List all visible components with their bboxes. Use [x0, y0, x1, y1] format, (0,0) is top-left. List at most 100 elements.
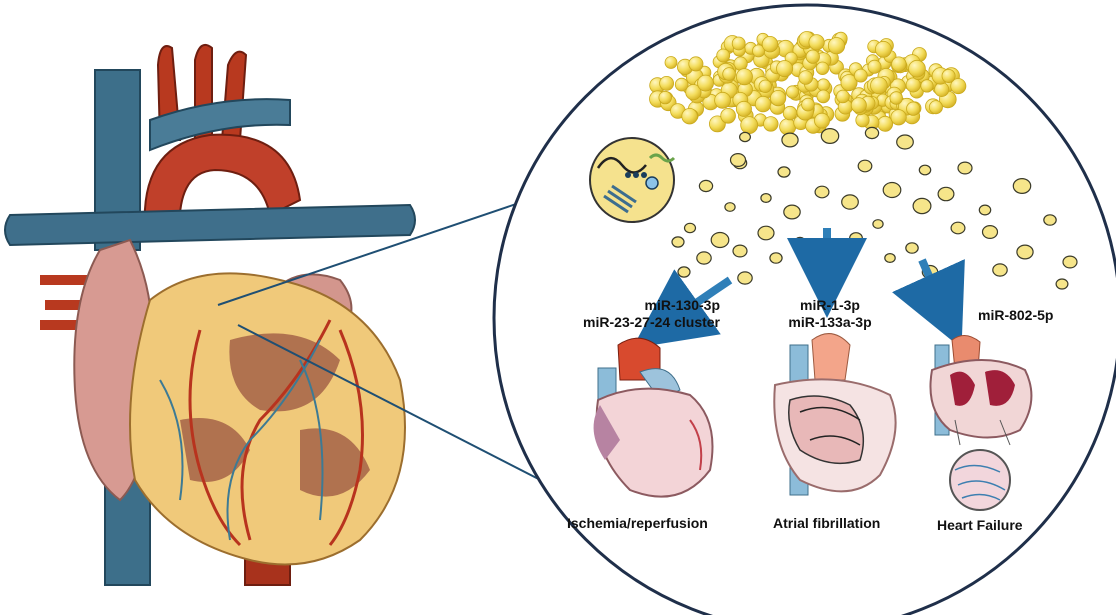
ventricles-epicardial-fat — [130, 273, 405, 564]
vesicle — [850, 233, 863, 244]
vesicle — [678, 267, 690, 277]
adipocyte — [689, 57, 703, 71]
vesicle — [812, 257, 825, 268]
vesicle — [685, 223, 696, 232]
adipocyte — [907, 102, 920, 115]
vesicle — [815, 186, 829, 198]
adipocyte — [815, 113, 830, 128]
vesicle — [951, 222, 965, 234]
vesicle — [993, 264, 1007, 276]
adipocyte — [777, 61, 793, 77]
vesicle — [983, 226, 998, 239]
adipocyte — [660, 76, 674, 90]
adipocyte — [890, 92, 903, 105]
vesicle — [1056, 279, 1068, 289]
label-ischemia-mirna-2: miR-23-27-24 cluster — [500, 314, 720, 331]
adipocyte — [682, 108, 698, 124]
vesicle — [761, 194, 771, 203]
vesicle — [711, 233, 729, 248]
vesicle — [731, 154, 746, 167]
adipocyte — [921, 80, 933, 92]
adipocyte — [854, 69, 867, 82]
vesicle — [795, 237, 806, 246]
label-failure-condition: Heart Failure — [937, 517, 1023, 534]
adipocyte — [828, 38, 844, 54]
vesicle — [1063, 256, 1077, 268]
vesicle — [821, 129, 838, 144]
vesicle — [958, 162, 972, 174]
label-ischemia-mirna-1: miR-130-3p — [520, 297, 720, 314]
vesicle — [784, 205, 800, 219]
vesicle — [672, 237, 684, 247]
vesicle — [842, 195, 859, 209]
adipocyte — [741, 117, 758, 134]
fibrosis-zoom-icon — [950, 450, 1010, 510]
adipocyte — [764, 117, 779, 132]
adipocyte — [659, 91, 672, 104]
vesicle — [906, 243, 918, 253]
adipocyte — [762, 36, 778, 52]
label-failure-mirna-1: miR-802-5p — [978, 307, 1053, 324]
pulmonary-artery — [5, 205, 415, 245]
adipocyte — [878, 116, 893, 131]
adipocyte — [721, 108, 736, 123]
adipocyte — [851, 98, 866, 113]
adipocyte — [817, 90, 830, 103]
adipocyte — [802, 98, 815, 111]
label-atrial-mirna-2: miR-133a-3p — [788, 314, 871, 331]
adipocyte — [723, 68, 736, 81]
adipocyte — [715, 92, 731, 108]
vesicle — [897, 135, 914, 149]
adipocyte — [942, 69, 955, 82]
adipocyte — [732, 37, 745, 50]
adipocyte — [783, 106, 797, 120]
vesicle — [699, 180, 712, 191]
vesicle — [938, 187, 954, 200]
label-atrial-condition: Atrial fibrillation — [773, 515, 880, 532]
mirna-inset — [590, 138, 674, 222]
adipocyte — [909, 60, 926, 77]
adipocyte — [698, 75, 714, 91]
adipocyte — [736, 69, 752, 85]
heart-illustration — [5, 45, 415, 585]
vesicle — [865, 127, 878, 138]
adipocyte — [816, 62, 829, 75]
vesicle — [919, 165, 930, 175]
adipocyte — [736, 101, 751, 116]
vesicle — [697, 252, 711, 264]
vesicle — [883, 183, 901, 198]
adipocyte — [817, 79, 829, 91]
adipocyte — [856, 114, 869, 127]
label-ischemia-condition: Ischemia/reperfusion — [567, 515, 708, 532]
adipocyte — [786, 86, 798, 98]
adipocyte — [665, 57, 677, 69]
vesicle — [913, 198, 931, 213]
label-atrial-mirna-1: miR-1-3p — [800, 297, 860, 314]
adipocyte — [875, 41, 891, 57]
vesicle — [1017, 245, 1033, 259]
adipocyte — [759, 80, 772, 93]
vesicle — [979, 205, 990, 215]
vesicle — [733, 245, 747, 257]
adipocyte — [809, 35, 824, 50]
adipocyte — [799, 71, 813, 85]
vesicle — [858, 160, 872, 172]
vesicle — [782, 133, 798, 147]
adipocyte — [780, 119, 796, 135]
adipocyte — [868, 60, 881, 73]
vesicle — [725, 203, 735, 212]
adipocyte — [935, 82, 949, 96]
vesicle — [740, 132, 751, 141]
adipocyte — [717, 49, 730, 62]
adipocyte — [891, 110, 906, 125]
vesicle — [1044, 215, 1056, 225]
adipocyte — [806, 50, 819, 63]
vesicle — [1013, 179, 1030, 194]
adipocyte — [892, 57, 907, 72]
vesicle — [758, 226, 774, 240]
adipocyte — [929, 101, 942, 114]
adipocyte — [755, 96, 771, 112]
vesicle — [885, 254, 895, 263]
vesicle — [738, 272, 752, 284]
vesicle — [873, 220, 883, 229]
